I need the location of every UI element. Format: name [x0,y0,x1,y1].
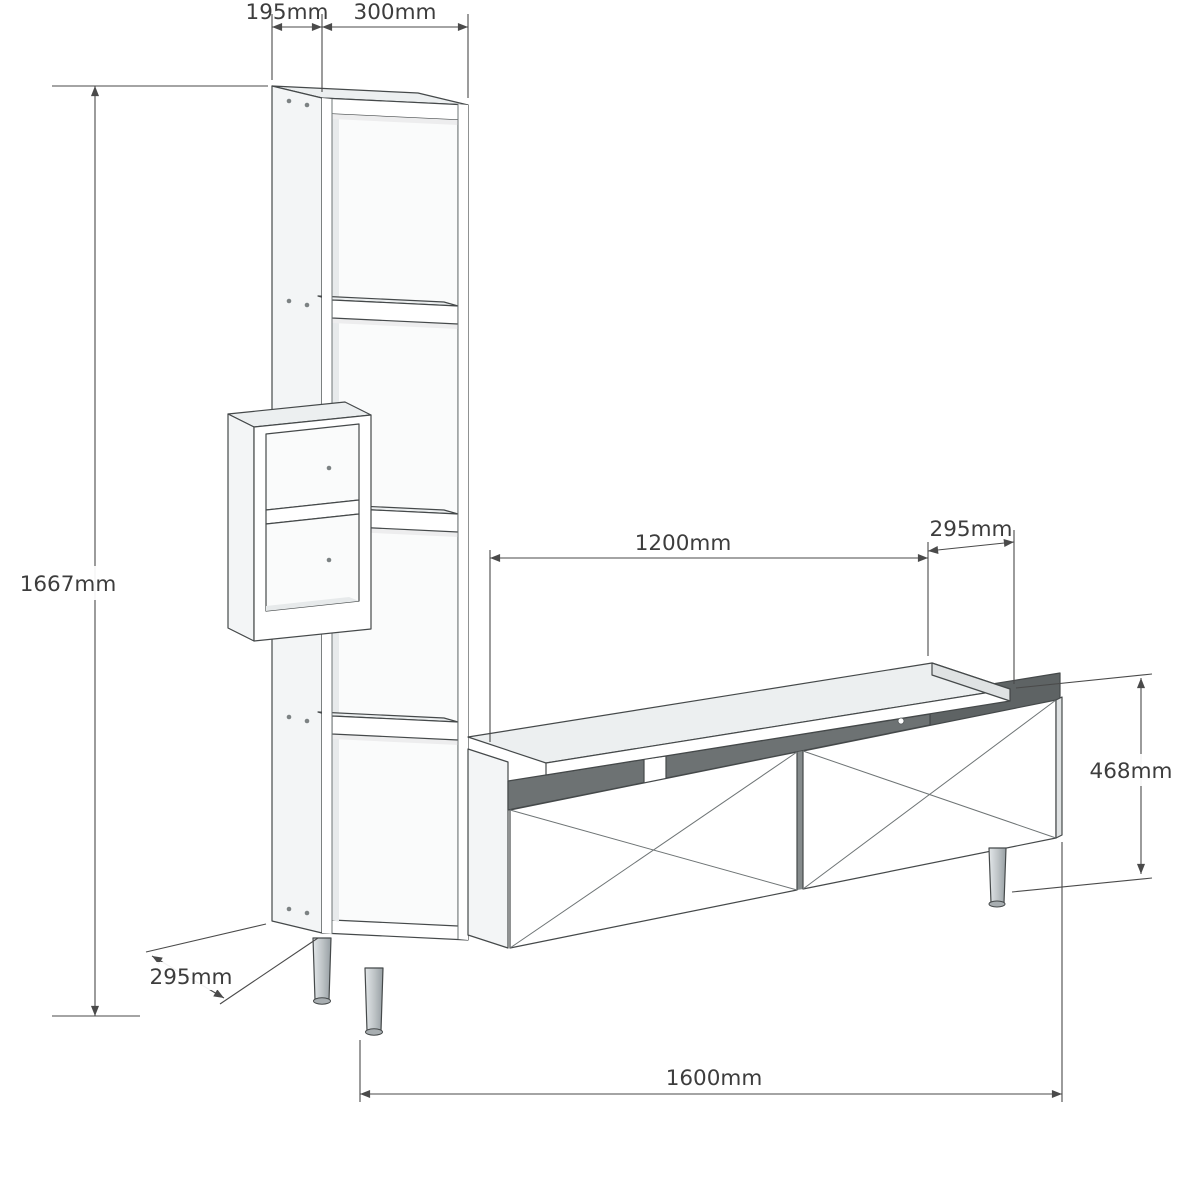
screw-dot [304,302,310,308]
dim-label-1200mm: 1200mm [635,531,732,556]
wall-box [227,401,372,642]
box-left-panel [227,413,255,642]
tower-right-stile [458,104,468,940]
dim-label-1600mm: 1600mm [666,1066,763,1091]
compartment-shade [332,734,458,745]
leg [988,847,1007,908]
flap-diagonal [802,699,1057,890]
cabinet-left-panel [467,748,509,949]
extension-line [1011,877,1153,893]
dim-label-295mm-top: 295mm [930,517,1013,542]
dim-label-295mm-bottom: 295mm [150,965,233,990]
label-halo [148,962,234,990]
screw-dot [897,717,905,725]
legs [312,847,1007,1036]
tower-compartment-1 [331,113,459,307]
dim-label-195mm: 195mm [246,0,329,25]
extension-line [1015,673,1153,689]
drawer-gap [797,751,803,890]
screw-dot [286,714,292,720]
tower-compartment-4 [331,733,459,927]
leg [312,937,332,1005]
cabinet-right-panel [1055,696,1063,839]
flap-diagonal [509,751,798,949]
dim-base-depth: 295mm [145,923,319,1005]
dim-top-width: 300mm [322,0,469,98]
dim-total-height: 1667mm [18,85,268,1017]
compartment-shade [332,114,458,125]
dim-shelf-length: 1200mm [489,531,929,742]
screw-dot [304,910,310,916]
dimension-line [927,539,1015,554]
dim-label-468mm: 468mm [1090,759,1173,784]
dim-label-300mm: 300mm [354,0,437,25]
compartment-shade [332,318,458,329]
box-bottom-face [266,597,359,611]
screw-dot [286,906,292,912]
leg [364,967,384,1036]
dim-shelf-depth: 295mm [927,517,1015,684]
box-opening-lower [265,513,360,612]
screw-dot [304,102,310,108]
dim-top-depth: 195mm [246,0,329,92]
dimensions: 195mm 300mm 1667mm 1200mm 295mm [18,0,1188,1102]
extension-line [145,923,267,953]
compartment-shade [332,734,339,922]
dim-total-width: 1600mm [359,842,1063,1102]
tv-cabinet [467,662,1063,949]
extension-line [219,937,319,1005]
screw-dot [286,98,292,104]
screw-dot [304,718,310,724]
screw-dot [326,465,332,471]
top-board-end [931,662,1011,702]
compartment-shade [332,114,339,302]
dim-label-1667mm: 1667mm [20,572,117,597]
box-opening-upper [265,423,360,511]
label-halo [1088,754,1188,786]
screw-dot [286,298,292,304]
label-halo [18,566,120,600]
screw-dot [326,557,332,563]
dim-cabinet-height: 468mm [1011,673,1188,893]
